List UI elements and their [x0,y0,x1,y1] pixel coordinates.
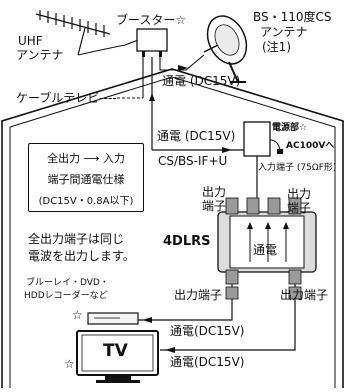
output-terminal-right-2: 端子 [287,201,312,215]
arrow-power-top [178,65,188,71]
cs-bs-if-label: CS/BS-IF+U [158,154,228,168]
tv-label: TV [103,341,128,361]
spec-line-1: 全出力 ⟶ 入力 [47,152,125,165]
dish-cable [159,54,205,71]
uhf-cable [77,39,139,56]
bs-cs-label-1: BS・110度CS [253,10,332,24]
same-signal-1: 全出力端子は同じ [28,232,125,246]
recorder-label-2: HDDレコーダーなど [24,291,108,301]
power-tv-label: 通電(DC15V) [170,355,245,369]
spec-box: 全出力 ⟶ 入力 端子間通電仕様 (DC15V・0.8A以下) [28,143,144,212]
power-unit-label: 電源部☆ [272,123,308,133]
uhf-label-1: UHF [18,34,43,48]
same-signal-2: 電波を出力します。 [28,249,135,263]
output-terminal-right-1: 出力 [287,187,312,201]
power-inside-label: 通電 [253,243,278,257]
star-recorder: ☆ [72,308,83,322]
power-top-label: 通電 (DC15V) [162,74,241,88]
house-inner-outline [9,76,336,388]
recorder-cable [135,315,233,321]
arrow-up-cable [149,93,155,101]
booster-label: ブースター☆ [116,13,187,27]
recorder-icon [87,312,139,325]
distributor-4dlrs [217,197,317,285]
model-label: 4DLRS [163,234,211,249]
cable-tv-label: ケーブルテレビ‐‐‐‐ [16,91,117,105]
booster-icon [136,28,168,52]
output-terminal-bottom-left: 出力端子 [174,288,223,302]
star-tv: ☆ [64,357,75,371]
power-mid-label: 通電 (DC15V) [157,129,236,143]
power-recorder-label: 通電(DC15V) [170,324,245,338]
bs-cs-dish-icon [203,15,248,83]
ac100v-label: AC100Vへ [286,141,335,151]
bs-cs-label-2: アンテナ [260,25,308,39]
output-terminal-left-2: 端子 [202,199,227,213]
tv-cable [160,318,296,351]
uhf-antenna-icon [35,10,111,56]
uhf-label-2: アンテナ [16,48,64,62]
output-terminal-left-1: 出力 [202,185,227,199]
bs-cs-note: (注1) [262,40,291,54]
power-unit-icon [243,121,271,157]
house-outline [1,68,344,388]
tv-icon [76,330,159,383]
input-terminal-label: 入力端子 (75ΩF形) [258,163,337,173]
spec-line-2: 端子間通電仕様 [47,173,125,186]
recorder-label-1: ブルーレイ・DVD・ [26,278,109,288]
output-terminal-bottom-right: 出力端子 [280,288,329,302]
spec-line-3: (DC15V・0.8A以下) [38,196,134,207]
arrow-mid-power [222,147,232,153]
